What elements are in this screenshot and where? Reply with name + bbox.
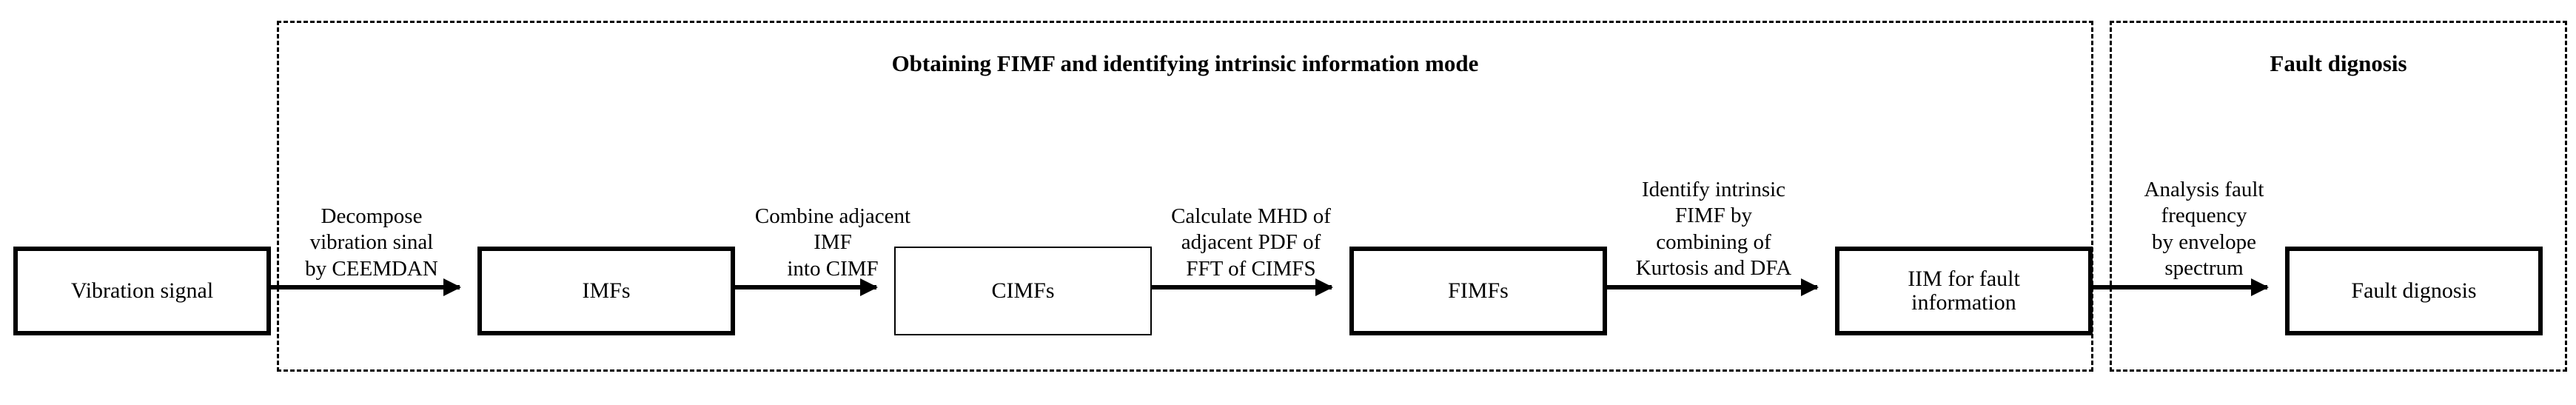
node-fimfs-label: FIMFs (1448, 278, 1509, 303)
edge-label-analysis: Analysis fault frequency by envelope spe… (2144, 178, 2264, 281)
node-imfs-label: IMFs (582, 278, 631, 303)
arrow-imfs-to-cimfs (735, 285, 876, 289)
node-imfs[interactable]: IMFs (477, 247, 735, 335)
node-vibration-signal[interactable]: Vibration signal (13, 247, 271, 335)
arrow-vibration-signal-to-imfs (271, 285, 460, 289)
region-fault-diagnosis (2110, 21, 2567, 372)
arrow-iim-to-fault-dignosis (2093, 285, 2267, 289)
region-fault-diagnosis-title: Fault dignosis (2270, 50, 2407, 76)
node-cimfs[interactable]: CIMFs (894, 247, 1152, 335)
node-fault-dignosis-label: Fault dignosis (2351, 278, 2477, 303)
edge-label-identify: Identify intrinsic FIMF by combining of … (1635, 178, 1792, 281)
edge-label-combine: Combine adjacent IMF into CIMF (754, 204, 911, 281)
edge-label-calculate-mhd: Calculate MHD of adjacent PDF of FFT of … (1171, 204, 1331, 281)
region-obtaining-fimf-title: Obtaining FIMF and identifying intrinsic… (891, 50, 1479, 76)
region-obtaining-fimf (277, 21, 2093, 372)
node-vibration-signal-label: Vibration signal (70, 278, 214, 303)
arrow-fimfs-to-iim (1607, 285, 1817, 289)
node-cimfs-label: CIMFs (991, 278, 1055, 303)
node-iim-for-fault-information[interactable]: IIM for fault information (1835, 247, 2093, 335)
edge-label-decompose: Decompose vibration sinal by CEEMDAN (305, 204, 438, 281)
node-fimfs[interactable]: FIMFs (1349, 247, 1607, 335)
node-iim-for-fault-information-label: IIM for fault information (1908, 266, 2020, 315)
node-fault-dignosis[interactable]: Fault dignosis (2285, 247, 2543, 335)
arrow-cimfs-to-fimfs (1152, 285, 1332, 289)
